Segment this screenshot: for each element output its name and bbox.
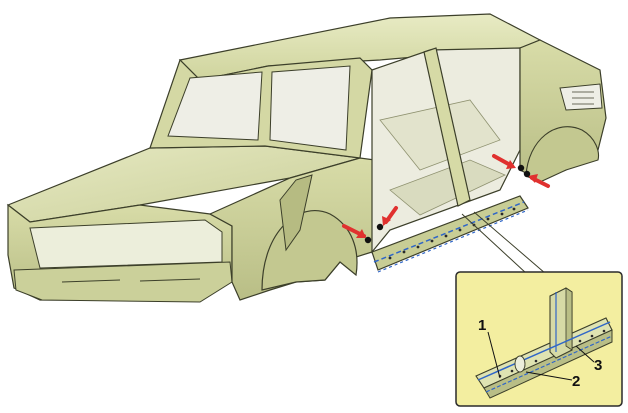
rear-window-opening [167, 71, 263, 141]
callout-label-2: 2 [572, 373, 580, 390]
callout-label-1: 1 [478, 317, 486, 334]
car-body [6, 13, 607, 303]
callout-label-3: 3 [594, 357, 602, 374]
sill-weld-line [373, 201, 525, 263]
detail-callout: 1 2 3 [455, 271, 623, 407]
black-dot-icon [376, 223, 384, 231]
front-wheel-arch [525, 126, 600, 183]
black-dot-icon [523, 170, 531, 178]
red-arrow-icon [342, 224, 366, 238]
rear-lower-valance [13, 261, 233, 303]
red-arrow-icon [528, 174, 550, 188]
b-pillar [423, 47, 471, 207]
sill-hole [514, 355, 526, 373]
rear-window-opening-2 [269, 65, 351, 151]
door-sill [371, 195, 529, 271]
black-dot-icon [364, 236, 372, 244]
rear-panel-recess [29, 219, 223, 269]
cut-point-markers [342, 154, 550, 244]
front-headlamp-panel [559, 83, 603, 111]
red-arrow-icon [382, 206, 398, 226]
black-dot-icon [517, 164, 525, 172]
red-arrow-icon [492, 154, 516, 169]
